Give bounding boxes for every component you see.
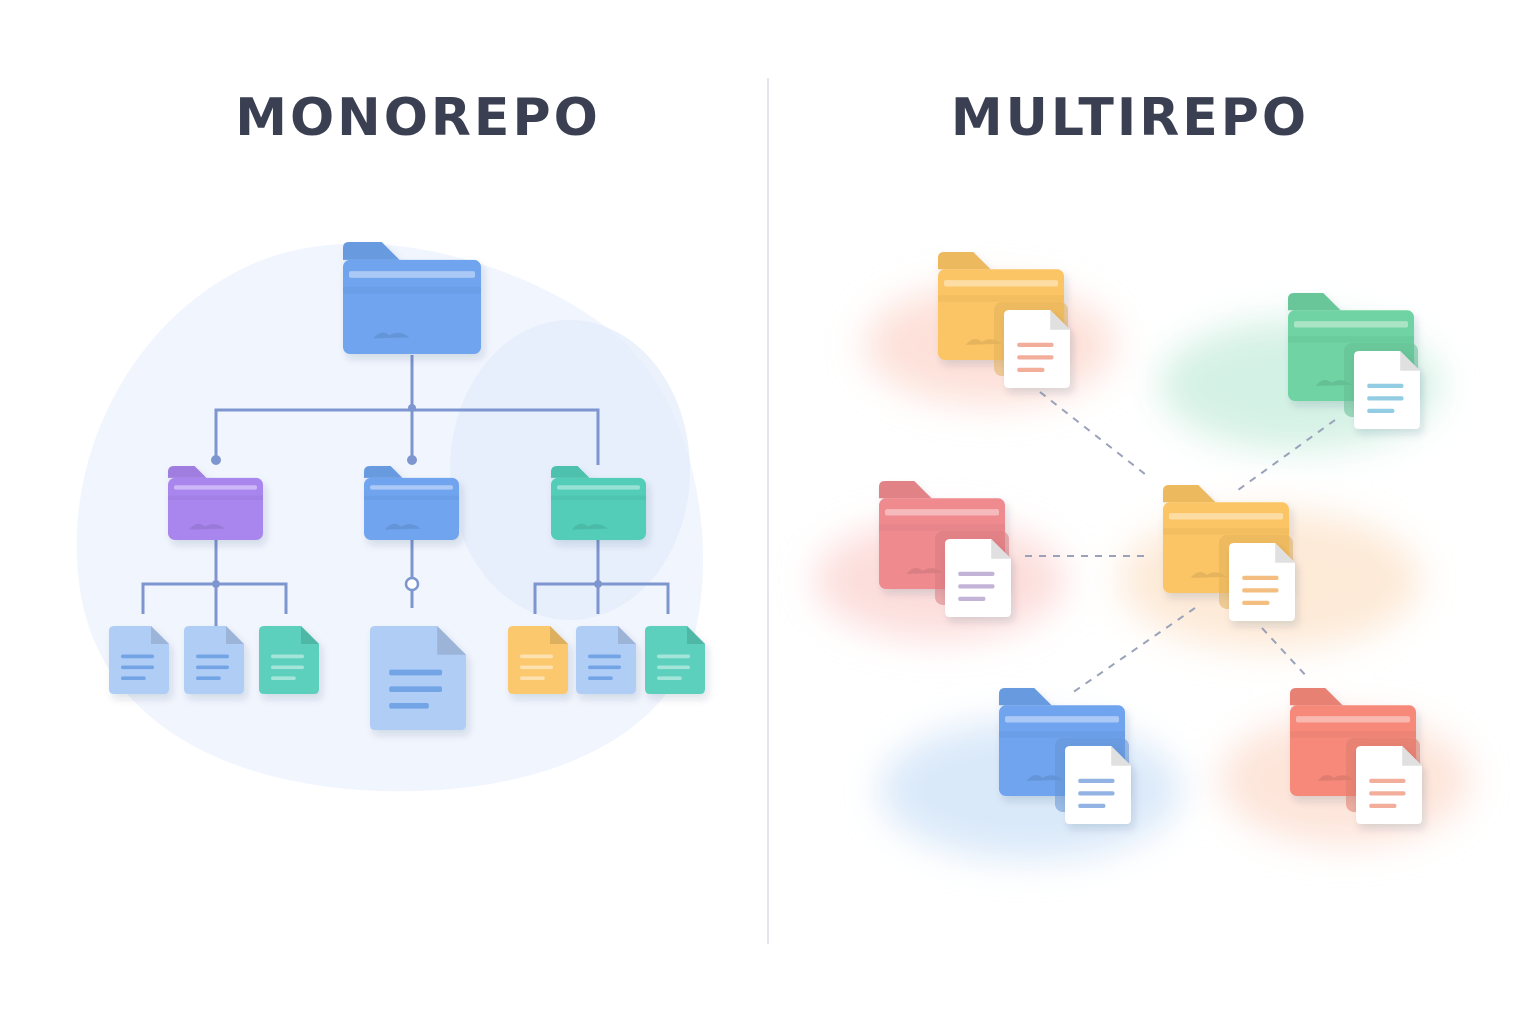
- monorepo-subfolder-1-icon: [168, 466, 263, 540]
- monorepo-file-3-1-icon: [508, 626, 568, 694]
- center-divider: [767, 78, 769, 944]
- multirepo-repo-2-doc-icon: [1354, 351, 1420, 429]
- monorepo-file-1-2-icon: [184, 626, 244, 694]
- multirepo-repo-1-doc-icon: [1004, 310, 1070, 388]
- monorepo-file-1-3-icon: [259, 626, 319, 694]
- monorepo-root-folder-icon: [343, 242, 481, 354]
- monorepo-file-2-1-icon: [370, 626, 466, 730]
- monorepo-subfolder-2-icon: [364, 466, 459, 540]
- monorepo-nodes: [211, 404, 602, 592]
- multirepo-links: [1025, 391, 1336, 694]
- monorepo-subfolder-3-icon: [551, 466, 646, 540]
- monorepo-file-3-2-icon: [576, 626, 636, 694]
- multirepo-title: MULTIREPO: [950, 88, 1310, 148]
- multirepo-repo-4-doc-icon: [1065, 746, 1131, 824]
- multirepo-repo-5-doc-icon: [1356, 746, 1422, 824]
- multirepo-repo-3-doc-icon: [945, 539, 1011, 617]
- monorepo-title: MONOREPO: [235, 88, 601, 148]
- monorepo-file-3-3-icon: [645, 626, 705, 694]
- monorepo-file-1-1-icon: [109, 626, 169, 694]
- multirepo-hub-doc-icon: [1229, 543, 1295, 621]
